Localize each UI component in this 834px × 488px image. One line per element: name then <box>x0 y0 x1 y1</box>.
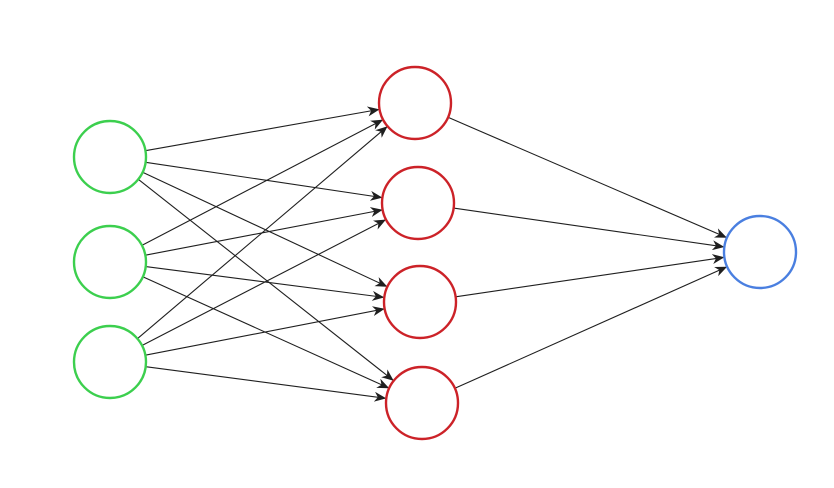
output-node-1 <box>722 214 798 290</box>
edge-input-3-to-hidden-1 <box>137 126 388 340</box>
hidden-node-3 <box>382 264 458 340</box>
edge-input-3-to-hidden-2 <box>141 219 386 346</box>
edge-hidden-2-to-output-1 <box>453 207 725 251</box>
input-node-3 <box>72 324 148 400</box>
edge-input-2-to-hidden-2 <box>145 207 383 256</box>
edge-input-2-to-hidden-1 <box>141 119 384 246</box>
edge-input-1-to-hidden-1 <box>145 106 380 152</box>
edge-input-1-to-hidden-2 <box>145 161 383 201</box>
nodes-group <box>72 65 798 441</box>
edge-input-3-to-hidden-4 <box>145 366 387 402</box>
edge-hidden-4-to-output-1 <box>454 266 728 389</box>
edge-hidden-1-to-output-1 <box>447 116 727 238</box>
edge-hidden-3-to-output-1 <box>455 254 725 298</box>
input-node-1 <box>72 119 148 195</box>
input-node-2 <box>72 224 148 300</box>
edge-input-1-to-hidden-3 <box>142 171 388 287</box>
edge-input-1-to-hidden-4 <box>137 178 394 381</box>
edge-input-3-to-hidden-3 <box>145 306 385 356</box>
hidden-node-1 <box>377 65 453 141</box>
hidden-node-2 <box>380 165 456 241</box>
hidden-node-4 <box>384 365 460 441</box>
connections-group <box>137 106 728 402</box>
